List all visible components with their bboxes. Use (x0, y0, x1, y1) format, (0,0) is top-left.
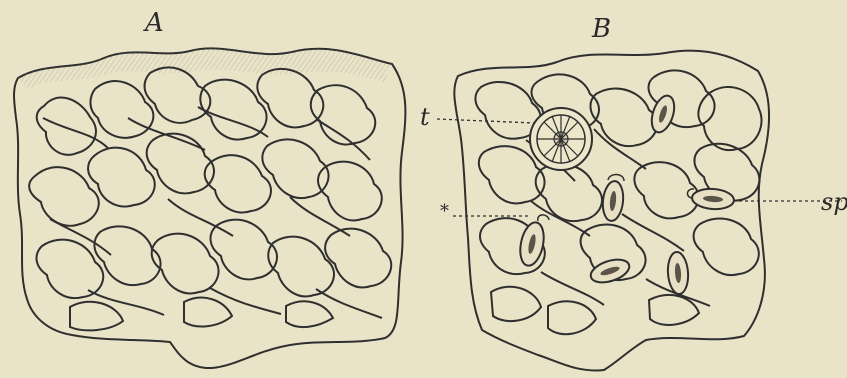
panel-a-drawing (14, 48, 405, 368)
panel-label-a: A (145, 8, 164, 38)
panel-label-b: B (592, 14, 611, 44)
callout-label-t: t (420, 103, 430, 131)
panel-a-cell-walls (29, 67, 391, 330)
trichome-structure (530, 108, 592, 170)
callout-label-star: * (440, 201, 449, 222)
panel-b-drawing (437, 51, 842, 371)
panel-a-outer-margin (18, 48, 392, 90)
callout-label-sp: sp (821, 188, 847, 216)
